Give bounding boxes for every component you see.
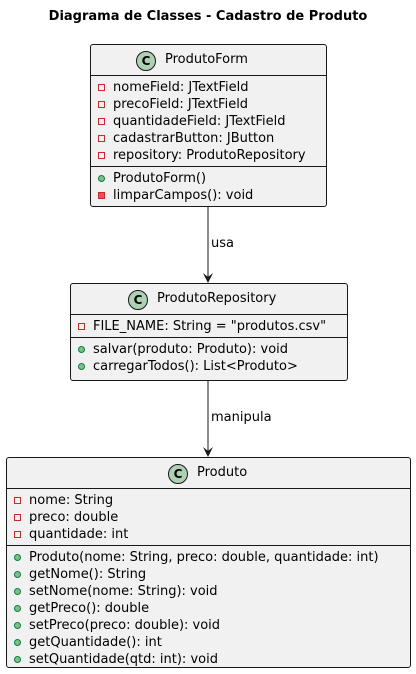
private-visibility-icon	[98, 101, 105, 108]
usa-arrow-head	[203, 273, 213, 283]
attribute: quantidadeField: JTextField	[91, 113, 326, 130]
public-visibility-icon	[14, 639, 21, 646]
attributes-section: nome: String preco: double quantidade: i…	[7, 488, 410, 545]
class-icon: C	[168, 464, 188, 484]
private-visibility-icon	[78, 323, 85, 330]
attributes-section: nomeField: JTextField precoField: JTextF…	[91, 75, 326, 166]
relation-label-manipula: manipula	[211, 410, 272, 425]
methods-section: ProdutoForm() limparCampos(): void	[91, 166, 326, 206]
public-visibility-icon	[14, 554, 21, 561]
diagram-title: Diagrama de Classes - Cadastro de Produt…	[48, 9, 368, 24]
class-header: C ProdutoRepository	[71, 284, 347, 314]
method: salvar(produto: Produto): void	[71, 341, 347, 358]
methods-section: Produto(nome: String, preco: double, qua…	[7, 545, 410, 670]
methods-section: salvar(produto: Produto): void carregarT…	[71, 337, 347, 377]
class-icon: C	[128, 290, 148, 310]
method: getQuantidade(): int	[7, 634, 410, 651]
class-produto: C Produto nome: String preco: double qua…	[6, 457, 411, 668]
private-visibility-icon	[98, 192, 105, 199]
public-visibility-icon	[78, 363, 85, 370]
method: setNome(nome: String): void	[7, 583, 410, 600]
private-visibility-icon	[98, 84, 105, 91]
class-produto-repository: C ProdutoRepository FILE_NAME: String = …	[70, 283, 348, 381]
relation-label-usa: usa	[211, 236, 234, 251]
private-visibility-icon	[98, 135, 105, 142]
method: setQuantidade(qtd: int): void	[7, 651, 410, 668]
public-visibility-icon	[78, 346, 85, 353]
attribute: cadastrarButton: JButton	[91, 130, 326, 147]
attribute: precoField: JTextField	[91, 96, 326, 113]
class-name: ProdutoForm	[165, 52, 248, 67]
class-header: C Produto	[7, 458, 410, 488]
public-visibility-icon	[98, 175, 105, 182]
class-name: ProdutoRepository	[157, 291, 277, 306]
public-visibility-icon	[14, 605, 21, 612]
method: carregarTodos(): List<Produto>	[71, 358, 347, 375]
attribute: nomeField: JTextField	[91, 79, 326, 96]
method: Produto(nome: String, preco: double, qua…	[7, 549, 410, 566]
private-visibility-icon	[14, 497, 21, 504]
attribute: preco: double	[7, 509, 410, 526]
private-visibility-icon	[14, 514, 21, 521]
public-visibility-icon	[14, 622, 21, 629]
attribute: FILE_NAME: String = "produtos.csv"	[71, 318, 347, 335]
attribute: quantidade: int	[7, 526, 410, 543]
method: limparCampos(): void	[91, 187, 326, 204]
class-header: C ProdutoForm	[91, 45, 326, 75]
method: getNome(): String	[7, 566, 410, 583]
public-visibility-icon	[14, 656, 21, 663]
class-produto-form: C ProdutoForm nomeField: JTextField prec…	[90, 44, 327, 207]
private-visibility-icon	[98, 152, 105, 159]
method: ProdutoForm()	[91, 170, 326, 187]
attributes-section: FILE_NAME: String = "produtos.csv"	[71, 314, 347, 337]
class-icon: C	[136, 51, 156, 71]
private-visibility-icon	[14, 531, 21, 538]
method: setPreco(preco: double): void	[7, 617, 410, 634]
class-name: Produto	[197, 465, 248, 480]
attribute: repository: ProdutoRepository	[91, 147, 326, 164]
public-visibility-icon	[14, 588, 21, 595]
manipula-arrow-head	[203, 447, 213, 457]
attribute: nome: String	[7, 492, 410, 509]
public-visibility-icon	[14, 571, 21, 578]
private-visibility-icon	[98, 118, 105, 125]
method: getPreco(): double	[7, 600, 410, 617]
